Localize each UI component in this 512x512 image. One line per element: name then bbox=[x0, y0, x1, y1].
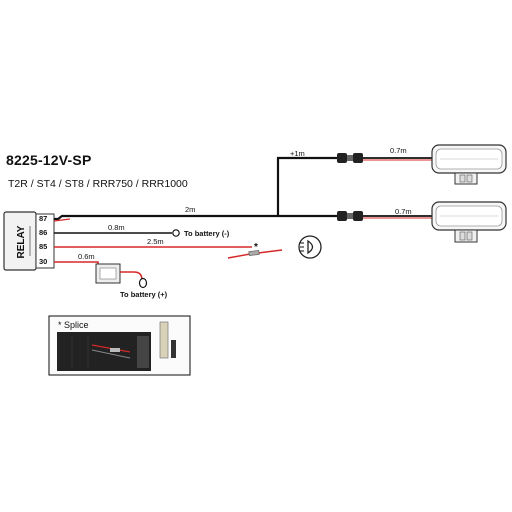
headlight-indicator bbox=[298, 235, 322, 259]
ground-ring-terminal bbox=[172, 229, 180, 237]
splice-tube bbox=[159, 321, 169, 359]
bottom-lamp-connector bbox=[337, 211, 432, 221]
switch-wire: 2.5m * bbox=[54, 235, 322, 259]
relay-pin-30: 30 bbox=[39, 257, 47, 266]
bottom-lamp-wire-length: 0.7m bbox=[395, 207, 412, 216]
splice-connector bbox=[248, 250, 260, 256]
compatible-models: T2R / ST4 / ST8 / RRR750 / RRR1000 bbox=[8, 178, 188, 190]
main-harness bbox=[54, 156, 338, 221]
lamp-bottom bbox=[431, 201, 507, 243]
splice-marker: * bbox=[254, 242, 258, 253]
lamp-top bbox=[431, 144, 507, 185]
relay-connector bbox=[35, 213, 55, 269]
splice-detail-box: * Splice bbox=[48, 315, 191, 376]
switch-wire-length: 2.5m bbox=[147, 237, 164, 246]
relay-label: RELAY bbox=[16, 225, 27, 258]
top-lamp-connector bbox=[337, 153, 432, 163]
positive-terminal-label: To battery (+) bbox=[120, 290, 168, 299]
ground-terminal-label: To battery (-) bbox=[184, 229, 230, 238]
fuse-wire-length: 0.6m bbox=[78, 252, 95, 261]
riser-wire bbox=[276, 156, 338, 216]
positive-ring-terminal bbox=[138, 277, 148, 289]
headlight-icon bbox=[300, 239, 314, 255]
main-wire-length: 2m bbox=[185, 205, 195, 214]
top-lamp-wire-length: 0.7m bbox=[390, 146, 407, 155]
splice-instruction-card bbox=[57, 332, 151, 371]
ground-wire-length: 0.8m bbox=[108, 223, 125, 232]
battery-positive-wire: 0.6m To battery (+) bbox=[54, 252, 168, 299]
relay-pin-87: 87 bbox=[39, 214, 47, 223]
splice-box-title: * Splice bbox=[58, 320, 89, 330]
extension-length: +1m bbox=[290, 149, 305, 158]
main-wire bbox=[54, 214, 278, 221]
product-code: 8225-12V-SP bbox=[6, 152, 92, 168]
relay: RELAY 87 86 85 30 bbox=[3, 211, 55, 271]
relay-pin-85: 85 bbox=[39, 242, 47, 251]
splice-clip bbox=[171, 340, 176, 358]
ground-wire: 0.8m To battery (-) bbox=[54, 223, 230, 238]
relay-pin-86: 86 bbox=[39, 228, 47, 237]
splice-card-stripe bbox=[137, 336, 149, 368]
main-wire-red-strand bbox=[53, 218, 71, 222]
